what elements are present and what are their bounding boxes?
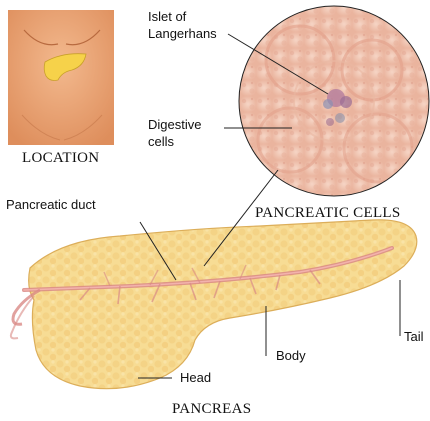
- islet-label-line2: Langerhans: [148, 26, 217, 41]
- digestive-label-line2: cells: [148, 134, 174, 149]
- pancreas-heading: PANCREAS: [172, 401, 251, 418]
- digestive-label-line1: Digestive: [148, 117, 201, 132]
- pancreas-organ-illustration: [11, 220, 417, 389]
- body-label: Body: [276, 348, 306, 363]
- pancreatic-duct-label: Pancreatic duct: [6, 197, 96, 212]
- pancreatic-cells-heading: PANCREATIC CELLS: [255, 205, 401, 222]
- islet-label-line1: Islet of: [148, 9, 186, 24]
- location-heading: LOCATION: [22, 150, 99, 167]
- torso-location-icon: [8, 10, 114, 145]
- tail-label: Tail: [404, 329, 424, 344]
- head-label: Head: [180, 370, 211, 385]
- cell-magnifier-circle: [239, 6, 429, 196]
